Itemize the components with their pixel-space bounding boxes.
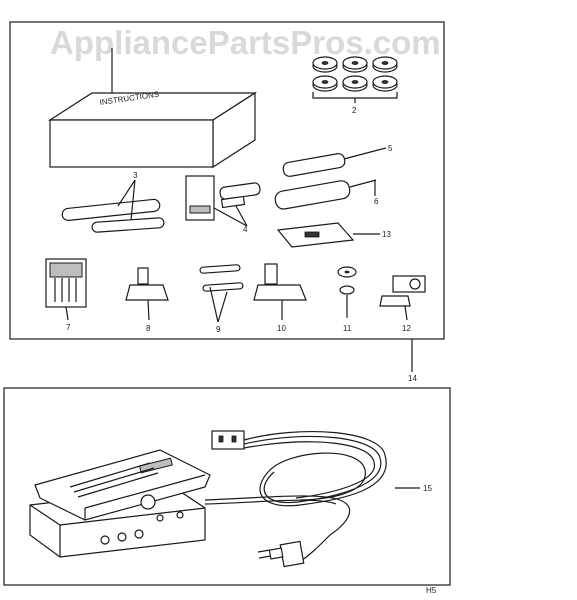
- presser-foot-10: [253, 263, 307, 320]
- label-14: 14: [408, 374, 417, 383]
- label-11: 11: [343, 324, 352, 333]
- presser-foot-8: [125, 267, 169, 321]
- label-2: 2: [352, 106, 357, 115]
- needle-pack: [45, 258, 87, 321]
- label-12: 12: [402, 324, 411, 333]
- spool-pins: [199, 264, 244, 323]
- label-15: 15: [423, 484, 432, 493]
- watermark: AppliancePartsPros.com: [50, 24, 441, 61]
- spool-discs: [337, 266, 357, 318]
- page-code: H5: [426, 586, 437, 595]
- label-6: 6: [374, 197, 379, 206]
- accessories-panel: [9, 21, 445, 340]
- label-3: 3: [133, 171, 138, 180]
- label-7: 7: [66, 323, 71, 332]
- label-13: 13: [382, 230, 391, 239]
- label-4: 4: [243, 225, 248, 234]
- foot-controller-panel: [3, 387, 451, 586]
- label-5: 5: [388, 144, 393, 153]
- power-cord: [204, 430, 420, 568]
- foot-controller: [29, 449, 211, 558]
- accessory-box: INSTRUCTIONS: [47, 48, 258, 169]
- screwdrivers: [274, 147, 387, 210]
- bobbins: [312, 56, 398, 103]
- label-9: 9: [216, 325, 221, 334]
- label-8: 8: [146, 324, 151, 333]
- oil-tubes: [61, 179, 165, 233]
- needle-plate: [276, 222, 380, 248]
- seam-ripper-set: [185, 175, 261, 227]
- label-10: 10: [277, 324, 286, 333]
- buttonhole-attachment: [379, 275, 426, 321]
